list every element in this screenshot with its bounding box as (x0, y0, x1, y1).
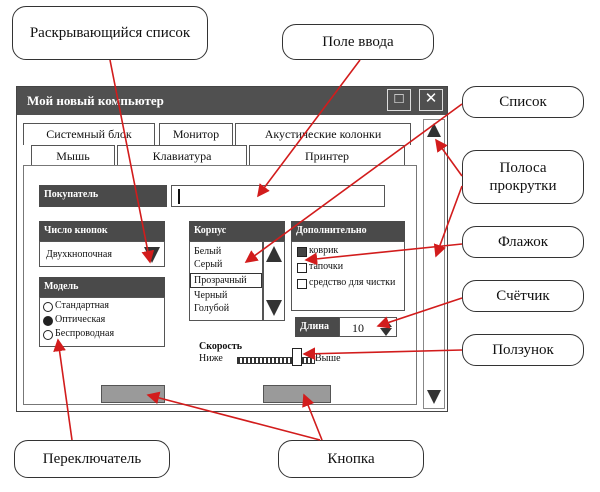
counter-down-icon[interactable] (380, 328, 392, 336)
arrow-checkbox (304, 243, 463, 266)
maximize-button[interactable]: □ (387, 89, 411, 111)
arrow-scrollbar-2 (433, 185, 463, 258)
speed-label: Скорость (199, 341, 243, 352)
extra-group: коврик тапочки средство для чистки (291, 241, 405, 311)
tab-label: Принтер (304, 149, 350, 163)
callout-checkbox: Флажок (462, 226, 584, 258)
radio-standard[interactable] (43, 302, 53, 312)
callout-counter-label: Счётчик (496, 288, 550, 304)
tab-printer[interactable]: Принтер (249, 145, 405, 165)
text-cursor (178, 189, 180, 204)
buyer-input[interactable] (171, 185, 385, 207)
tab-label: Мышь (56, 149, 90, 163)
arrow-counter (376, 297, 463, 329)
length-value: 10 (352, 321, 364, 335)
dialog-window: Мой новый компьютер □ ✕ Системный блок М… (16, 86, 448, 412)
checkbox-label: средство для чистки (309, 277, 396, 288)
callout-scrollbar: Полоса прокрутки (462, 150, 584, 204)
tab-system-unit[interactable]: Системный блок (23, 123, 155, 145)
callout-slider-label: Ползунок (492, 342, 554, 358)
callout-counter: Счётчик (462, 280, 584, 312)
maximize-icon: □ (394, 91, 404, 107)
vertical-scrollbar[interactable] (423, 119, 445, 409)
extra-label: Дополнительно (291, 221, 405, 241)
checkbox-cleaner[interactable] (297, 279, 307, 289)
tab-label: Клавиатура (152, 149, 212, 163)
tab-label: Системный блок (46, 127, 132, 141)
arrow-radio (53, 338, 73, 441)
buyer-label: Покупатель (39, 185, 167, 207)
callout-scrollbar-label: Полоса прокрутки (489, 160, 557, 194)
callout-button: Кнопка (278, 440, 424, 478)
arrow-dropdown (109, 59, 155, 264)
callout-list-label: Список (499, 94, 547, 110)
radio-label: Беспроводная (55, 328, 115, 339)
list-item-selected[interactable]: Прозрачный (190, 273, 262, 288)
length-label: Длина (295, 317, 339, 337)
body-label: Корпус (189, 221, 285, 241)
tab-keyboard[interactable]: Клавиатура (117, 145, 247, 165)
tab-mouse[interactable]: Мышь (31, 145, 115, 167)
callout-button-label: Кнопка (327, 451, 375, 467)
arrow-slider (302, 347, 463, 361)
list-item[interactable]: Серый (194, 259, 223, 270)
arrow-button-2 (302, 393, 323, 441)
arrow-input (257, 59, 361, 198)
callout-radio-label: Переключатель (42, 451, 142, 467)
close-icon: ✕ (424, 91, 438, 107)
radio-label: Стандартная (55, 300, 109, 311)
list-item[interactable]: Черный (194, 290, 228, 301)
arrow-list (244, 103, 463, 263)
tab-monitor[interactable]: Монитор (159, 123, 233, 145)
title-bar: Мой новый компьютер (17, 87, 447, 115)
close-button[interactable]: ✕ (419, 89, 443, 111)
scroll-down-arrow-icon[interactable] (427, 390, 441, 404)
arrow-scrollbar-1 (435, 138, 463, 177)
radio-wireless[interactable] (43, 330, 53, 340)
buttons-count-value: Двухкнопочная (46, 249, 112, 260)
callout-dropdown-label: Раскрывающийся список (29, 25, 191, 41)
speed-slider-thumb[interactable] (292, 348, 303, 366)
window-title: Мой новый компьютер (27, 93, 164, 108)
list-down-arrow-icon[interactable] (266, 300, 282, 316)
radio-optical[interactable] (43, 316, 53, 326)
callout-radio: Переключатель (14, 440, 170, 478)
callout-dropdown: Раскрывающийся список (12, 6, 208, 60)
list-up-arrow-icon[interactable] (266, 246, 282, 262)
tab-label: Монитор (172, 127, 220, 141)
tab-speakers[interactable]: Акустические колонки (235, 123, 411, 145)
callout-slider: Ползунок (462, 334, 584, 366)
callout-checkbox-label: Флажок (497, 234, 549, 250)
callout-input-label: Поле ввода (322, 34, 394, 50)
list-item[interactable]: Голубой (194, 303, 230, 314)
radio-label: Оптическая (55, 314, 106, 325)
checkbox-rug[interactable] (297, 247, 307, 257)
speed-slider-track[interactable] (237, 357, 315, 364)
arrow-button-1 (146, 391, 321, 441)
model-group: Стандартная Оптическая Беспроводная (39, 297, 165, 347)
tab-label: Акустические колонки (264, 127, 382, 141)
checkbox-label: коврик (309, 245, 339, 256)
body-list-scrollbar[interactable] (263, 241, 285, 321)
checkbox-slippers[interactable] (297, 263, 307, 273)
speed-low-label: Ниже (199, 353, 223, 364)
list-item[interactable]: Белый (194, 246, 222, 257)
callout-list: Список (462, 86, 584, 118)
buttons-count-label: Число кнопок (39, 221, 165, 241)
callout-input: Поле ввода (282, 24, 434, 60)
speed-high-label: Выше (315, 353, 341, 364)
model-label: Модель (39, 277, 165, 297)
checkbox-label: тапочки (309, 261, 344, 272)
